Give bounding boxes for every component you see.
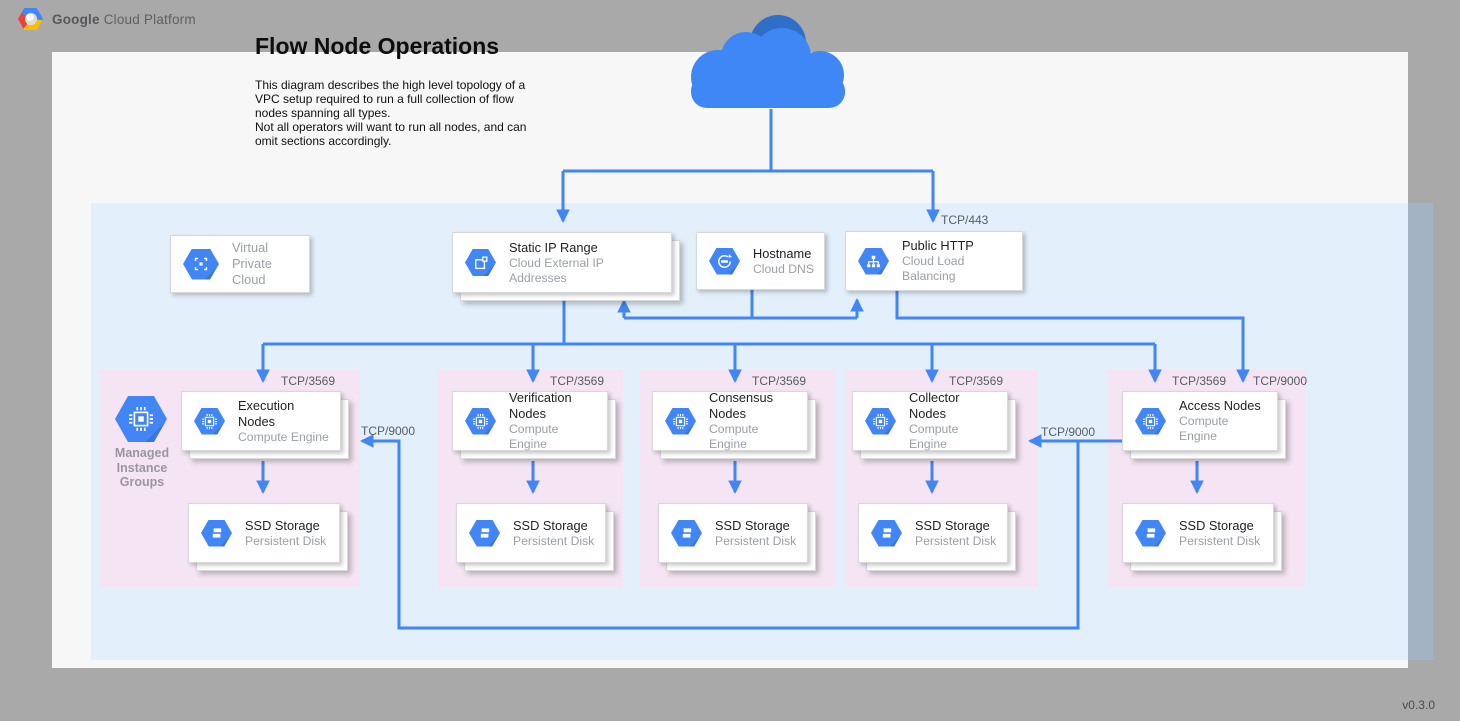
card-title: Private Cloud: [232, 256, 272, 287]
card-subtitle: Persistent Disk: [915, 533, 997, 548]
persistent-disk-icon: [671, 519, 702, 547]
version-label: v0.3.0: [1402, 698, 1435, 712]
card-ssd-collector: SSD Storage Persistent Disk: [858, 503, 1016, 571]
card-title: SSD Storage: [1179, 517, 1254, 533]
card-subtitle: Cloud DNS: [753, 261, 814, 276]
mig-label-line: Groups: [119, 475, 165, 489]
card-subtitle: Persistent Disk: [1179, 533, 1261, 548]
persistent-disk-icon: [469, 519, 500, 547]
card-title: Virtual: [232, 240, 269, 255]
page-title: Flow Node Operations: [255, 33, 500, 59]
card-public-http: Public HTTP Cloud Load Balancing: [845, 231, 1023, 291]
persistent-disk-icon: [201, 519, 232, 547]
card-title: Public HTTP: [902, 238, 974, 253]
compute-engine-icon: [665, 407, 696, 435]
card-title: Collector Nodes: [909, 390, 960, 421]
card-title: Hostname: [753, 245, 812, 261]
card-ssd-consensus: SSD Storage Persistent Disk: [658, 503, 816, 571]
persistent-disk-icon: [871, 519, 902, 547]
card-subtitle: Compute Engine: [238, 429, 329, 444]
card-title: Access Nodes: [1179, 398, 1261, 413]
card-title: Verification Nodes: [509, 390, 572, 421]
card-title: SSD Storage: [715, 517, 790, 533]
card-title: SSD Storage: [513, 517, 588, 533]
card-static-ip-range: Static IP Range Cloud External IP Addres…: [452, 232, 680, 301]
card-subtitle: Persistent Disk: [513, 533, 595, 548]
card-ssd-access: SSD Storage Persistent Disk: [1122, 503, 1282, 571]
gcp-logo-center: [24, 13, 37, 25]
card-subtitle: Persistent Disk: [715, 533, 797, 548]
card-execution-nodes: Execution Nodes Compute Engine: [181, 391, 349, 459]
cloud-icon: [691, 15, 845, 108]
card-virtual-private-cloud: Virtual Private Cloud: [170, 235, 310, 293]
card-ssd-execution: SSD Storage Persistent Disk: [188, 503, 348, 571]
tcp-3569-label: TCP/3569: [550, 374, 605, 388]
gcp-logo-icon: [18, 8, 43, 30]
card-subtitle: Compute Engine: [1179, 414, 1229, 443]
load-balancer-icon: [858, 247, 889, 275]
card-title: SSD Storage: [245, 517, 320, 533]
card-subtitle: Persistent Disk: [245, 533, 327, 548]
brand-cloud-platform: Cloud Platform: [103, 11, 196, 27]
tcp-9000-label: TCP/9000: [1253, 374, 1308, 388]
card-title: Consensus Nodes: [709, 390, 774, 421]
card-subtitle: Compute Engine: [709, 422, 759, 451]
description: This diagram describes the high level to…: [255, 78, 531, 148]
vpc-icon: [183, 248, 219, 280]
tcp-3569-label: TCP/3569: [752, 374, 807, 388]
tcp-3569-label: TCP/3569: [1172, 374, 1227, 388]
vpc-region-overflow: [1408, 203, 1433, 660]
card-title: Execution Nodes: [238, 397, 295, 429]
tcp-443-label: TCP/443: [941, 213, 989, 227]
tcp-9000-label: TCP/9000: [1041, 425, 1096, 439]
card-subtitle: Compute Engine: [909, 422, 959, 451]
card-collector-nodes: Collector Nodes Compute Engine: [852, 390, 1016, 459]
card-ssd-verification: SSD Storage Persistent Disk: [456, 503, 614, 571]
card-title: Static IP Range: [509, 239, 598, 255]
compute-engine-icon: [865, 407, 896, 435]
external-ip-icon: [465, 249, 496, 276]
description-line: Not all operators will want to run all n…: [255, 120, 527, 148]
compute-engine-icon: [194, 407, 225, 435]
card-subtitle: Cloud External IP Addresses: [509, 255, 604, 285]
tcp-9000-label: TCP/9000: [361, 424, 416, 438]
card-subtitle: Compute Engine: [509, 422, 559, 451]
tcp-3569-label: TCP/3569: [281, 374, 336, 388]
brand-google: Google: [52, 11, 100, 27]
compute-engine-icon: [1135, 407, 1166, 435]
card-consensus-nodes: Consensus Nodes Compute Engine: [652, 390, 816, 459]
card-hostname: Hostname Cloud DNS: [696, 232, 825, 290]
tcp-3569-label: TCP/3569: [949, 374, 1004, 388]
mig-label-line: Managed: [114, 446, 170, 460]
card-subtitle: Cloud Load Balancing: [902, 254, 965, 283]
cloud-dns-icon: [709, 247, 740, 275]
card-access-nodes: Access Nodes Compute Engine: [1122, 391, 1286, 459]
card-verification-nodes: Verification Nodes Compute Engine: [452, 390, 616, 459]
persistent-disk-icon: [1135, 519, 1166, 547]
description-line: This diagram describes the high level to…: [255, 78, 526, 120]
managed-instance-groups-label: Managed Instance Groups: [98, 446, 186, 490]
mig-label-line: Instance: [116, 460, 168, 475]
card-title: SSD Storage: [915, 517, 990, 533]
compute-engine-icon: [465, 407, 496, 435]
